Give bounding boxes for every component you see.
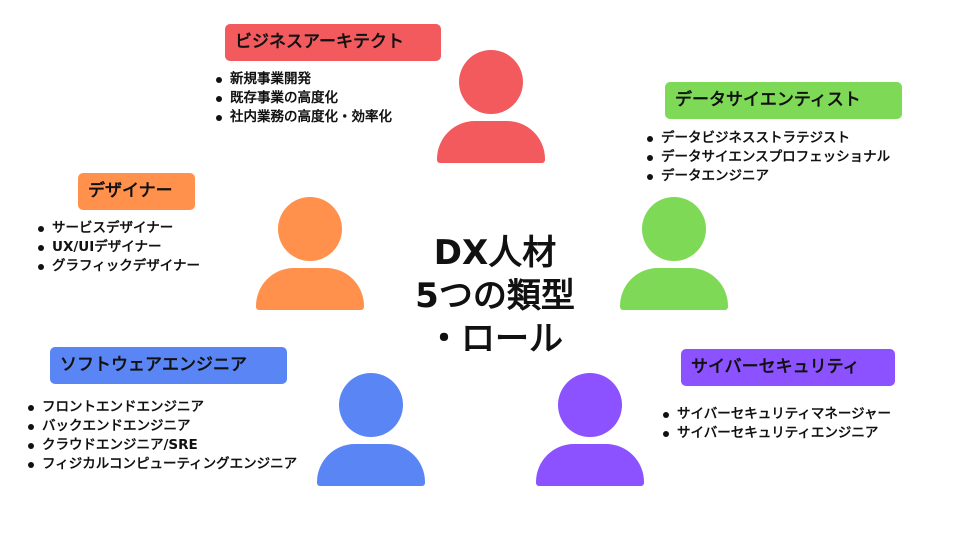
list-item: データエンジニア: [645, 167, 955, 186]
role-label-data-scientist: データサイエンティスト: [665, 82, 902, 119]
list-item: サイバーセキュリティマネージャー: [661, 405, 956, 424]
list-item: バックエンドエンジニア: [26, 417, 320, 436]
list-item: 新規事業開発: [214, 70, 454, 89]
person-body: [536, 444, 644, 486]
person-icon-cyber-security: [536, 373, 644, 486]
list-item: サイバーセキュリティエンジニア: [661, 424, 956, 443]
person-icon-software-engineer: [317, 373, 425, 486]
person-icon-data-scientist: [620, 197, 728, 310]
list-item: 社内業務の高度化・効率化: [214, 108, 454, 127]
person-head: [339, 373, 403, 437]
skill-list-software-engineer: フロントエンドエンジニア バックエンドエンジニア クラウドエンジニア/SRE フ…: [26, 398, 320, 474]
person-head: [278, 197, 342, 261]
person-body: [620, 268, 728, 310]
page-title: DX人材 5つの類型 ・ロール: [370, 232, 620, 361]
person-head: [459, 50, 523, 114]
title-line-2: 5つの類型: [415, 276, 575, 316]
role-label-designer: デザイナー: [78, 173, 195, 210]
role-label-business-architect: ビジネスアーキテクト: [225, 24, 441, 61]
list-item: クラウドエンジニア/SRE: [26, 436, 320, 455]
person-icon-business-architect: [437, 50, 545, 163]
list-item: フロントエンドエンジニア: [26, 398, 320, 417]
list-item: データビジネスストラテジスト: [645, 129, 955, 148]
role-label-cyber-security: サイバーセキュリティ: [681, 349, 895, 386]
person-icon-designer: [256, 197, 364, 310]
person-body: [437, 121, 545, 163]
person-body: [256, 268, 364, 310]
skill-list-designer: サービスデザイナー UX/UIデザイナー グラフィックデザイナー: [36, 219, 266, 276]
list-item: サービスデザイナー: [36, 219, 266, 238]
person-head: [642, 197, 706, 261]
list-item: フィジカルコンピューティングエンジニア: [26, 455, 320, 474]
title-line-3: ・ロール: [427, 319, 563, 359]
list-item: 既存事業の高度化: [214, 89, 454, 108]
role-label-software-engineer: ソフトウェアエンジニア: [50, 347, 287, 384]
list-item: UX/UIデザイナー: [36, 238, 266, 257]
list-item: グラフィックデザイナー: [36, 257, 266, 276]
person-body: [317, 444, 425, 486]
skill-list-data-scientist: データビジネスストラテジスト データサイエンスプロフェッショナル データエンジニ…: [645, 129, 955, 186]
skill-list-cyber-security: サイバーセキュリティマネージャー サイバーセキュリティエンジニア: [661, 405, 956, 443]
skill-list-business-architect: 新規事業開発 既存事業の高度化 社内業務の高度化・効率化: [214, 70, 454, 127]
person-head: [558, 373, 622, 437]
list-item: データサイエンスプロフェッショナル: [645, 148, 955, 167]
title-line-1: DX人材: [433, 233, 557, 273]
